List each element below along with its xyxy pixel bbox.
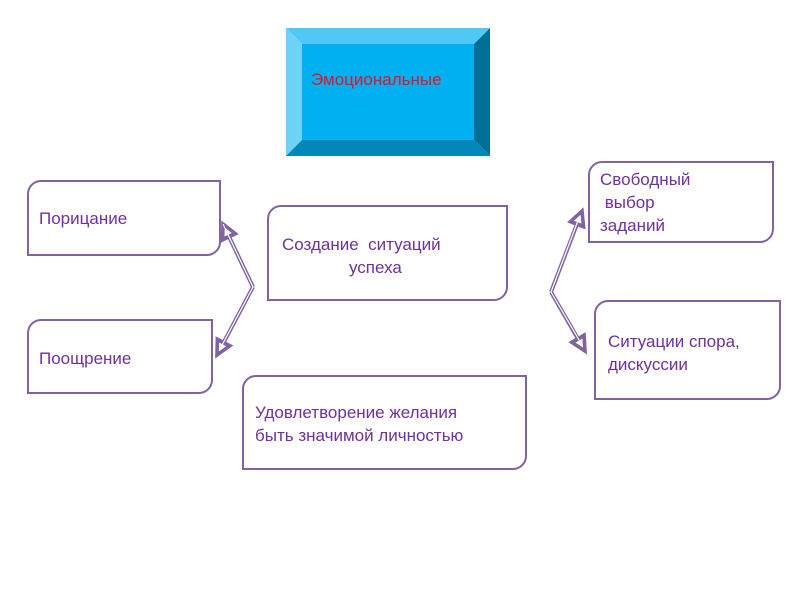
box-center: Создание ситуаций успеха	[267, 205, 508, 301]
box-spor-line2: дискуссии	[608, 355, 688, 374]
box-center-line2: успеха	[349, 258, 402, 277]
box-poricanie-label: Порицание	[39, 209, 128, 228]
box-svobodny-line3: заданий	[600, 216, 666, 235]
arrow-right-pair	[549, 207, 587, 355]
bevel-shape	[286, 28, 490, 156]
title-block: Эмоциональные	[286, 28, 490, 156]
title-text: Эмоциональные	[311, 70, 442, 89]
box-udovl-line2: быть значимой личностью	[255, 426, 464, 445]
box-center-line1: Создание ситуаций	[282, 235, 441, 254]
arrow-left-pair	[215, 220, 255, 359]
box-svobodny: Свободный выбор заданий	[588, 161, 774, 243]
box-pooshrenie-label: Поощрение	[39, 349, 132, 368]
box-spor-line1: Ситуации спора,	[608, 332, 740, 351]
box-poricanie: Порицание	[27, 180, 221, 256]
box-pooshrenie: Поощрение	[27, 319, 213, 394]
box-spor: Ситуации спора, дискуссии	[594, 300, 781, 400]
box-svobodny-line2: выбор	[600, 193, 655, 212]
box-svobodny-line1: Свободный	[600, 170, 691, 189]
box-udovl-line1: Удовлетворение желания	[255, 403, 458, 422]
box-udovl: Удовлетворение желания быть значимой лич…	[242, 375, 527, 470]
